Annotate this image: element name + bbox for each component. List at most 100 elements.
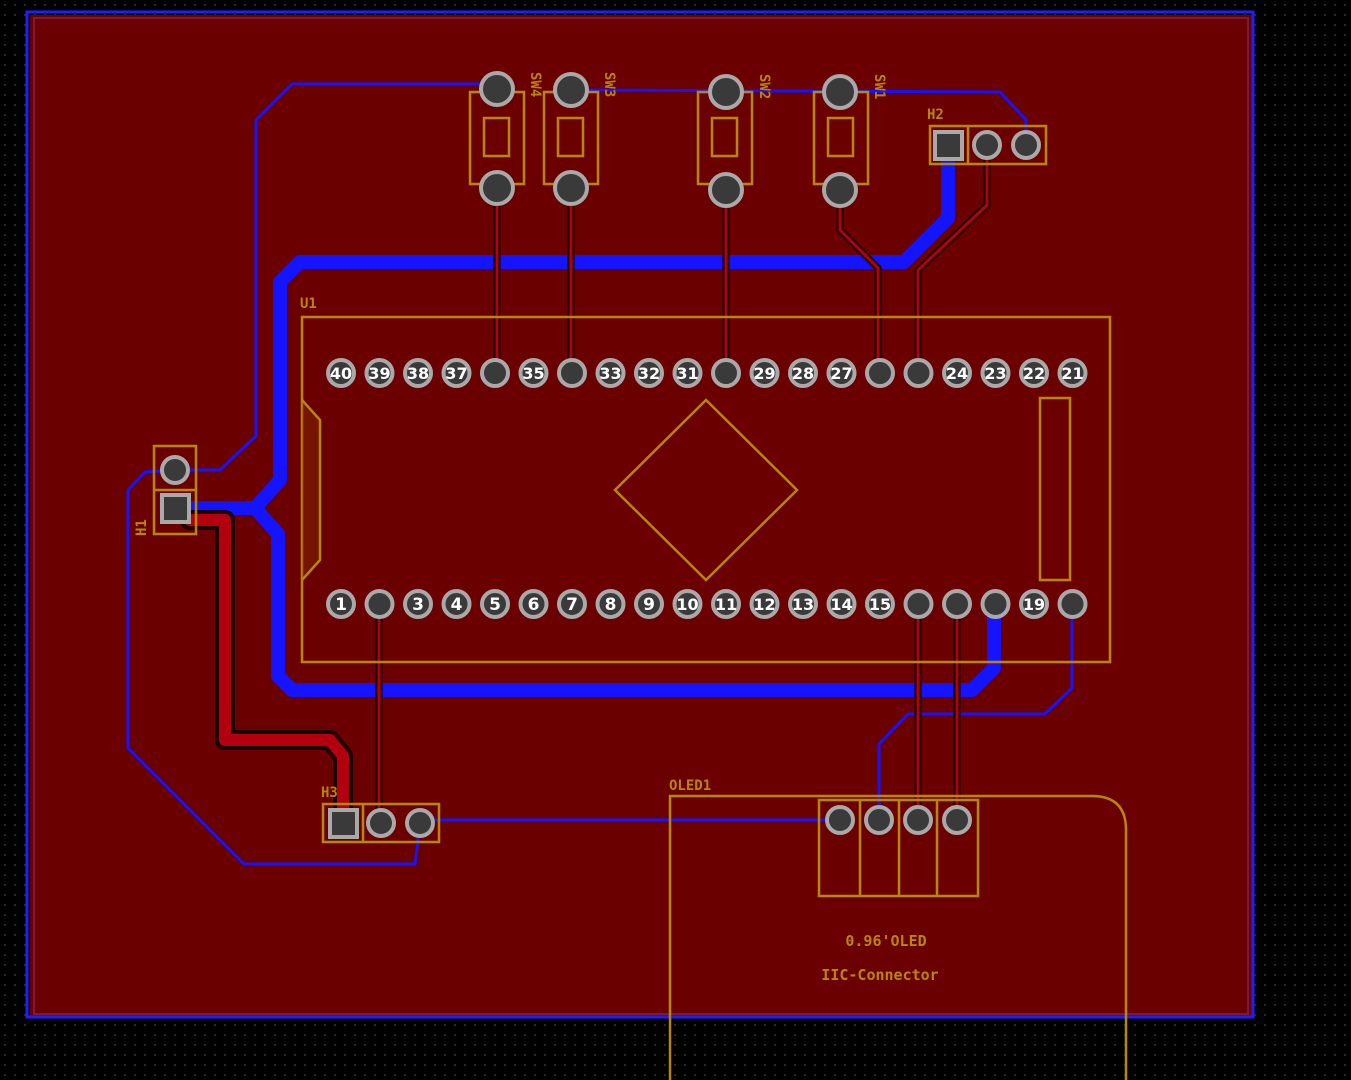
- h2-pad-2[interactable]: [972, 130, 1002, 160]
- u1-bottom-pin-pad-3[interactable]: [403, 589, 433, 619]
- u1-bottom-pin-pad-5[interactable]: [480, 589, 510, 619]
- u1-top-pin-pad-4[interactable]: [441, 358, 472, 388]
- u1-usb-notch: [301, 399, 322, 581]
- h3-pads[interactable]: [328, 808, 435, 839]
- u1-chip-diamond: [613, 398, 799, 582]
- u1-bottom-pin-pad-20[interactable]: [1057, 589, 1088, 619]
- u1-pin-number-label: 7: [566, 595, 578, 615]
- h3-ref-label: H3: [321, 785, 338, 801]
- u1-bottom-pin-pad-1[interactable]: [326, 589, 356, 619]
- u1-top-pin-pad-12[interactable]: [749, 358, 780, 388]
- u1-top-pin-pad-18[interactable]: [980, 358, 1011, 388]
- u1-pin-number-label: 4: [451, 595, 463, 615]
- u1-top-pin-pad-14[interactable]: [826, 358, 857, 388]
- u1-pin-number-label: 23: [984, 364, 1006, 383]
- u1-bottom-pin-pad-8[interactable]: [595, 589, 626, 619]
- u1-top-pin-pad-16[interactable]: [903, 358, 934, 388]
- u1-bottom-pin-pad-13[interactable]: [788, 589, 818, 619]
- u1-pin-number-label: 27: [830, 364, 852, 383]
- h2-pads[interactable]: [933, 130, 1041, 161]
- oled1-ref-label: OLED1: [669, 778, 711, 794]
- u1-top-pin-pad-19[interactable]: [1019, 358, 1049, 388]
- u1-bottom-pin-pad-7[interactable]: [557, 589, 587, 619]
- u1-top-pin-pad-5[interactable]: [480, 358, 510, 388]
- u1-top-pin-pad-7[interactable]: [557, 358, 587, 388]
- oled1-pads[interactable]: [825, 805, 972, 835]
- sw1-pad-1[interactable]: [822, 74, 858, 110]
- u1-bottom-pin-pad-2[interactable]: [364, 589, 395, 619]
- u1-bottom-pin-pad-14[interactable]: [826, 589, 857, 619]
- u1-bottom-pin-pad-9[interactable]: [634, 589, 664, 619]
- u1-top-pin-pad-2[interactable]: [364, 358, 395, 388]
- u1-top-pin-pad-1[interactable]: [326, 358, 356, 388]
- u1-pin-number-label: 40: [330, 364, 352, 383]
- u1-top-pin-pad-3[interactable]: [403, 358, 433, 388]
- u1-top-pin-pad-15[interactable]: [865, 358, 895, 388]
- switch-pads[interactable]: [479, 71, 858, 208]
- u1-pin-number-label: 33: [599, 364, 621, 383]
- h3-pad-2[interactable]: [366, 808, 396, 838]
- back-copper-thin-traces: [126, 82, 1074, 866]
- u1-bottom-pin-pad-11[interactable]: [711, 589, 741, 619]
- h1-pad-1[interactable]: [160, 493, 191, 524]
- sw3-pad-1[interactable]: [553, 72, 589, 108]
- sw2-pad-1[interactable]: [708, 74, 744, 110]
- silkscreen-texts: U1 H2 H3 OLED1 H1 SW4 SW3 SW2 SW1 0.96'O…: [134, 72, 944, 984]
- edge-cuts-outer: [25, 10, 1255, 1019]
- u1-bottom-pin-pad-15[interactable]: [865, 589, 895, 619]
- h2-pad-1[interactable]: [933, 130, 964, 161]
- u1-side-slot: [1038, 396, 1072, 582]
- u1-top-pin-pad-6[interactable]: [518, 358, 549, 388]
- sw2-pad-2[interactable]: [708, 172, 744, 208]
- u1-pin-number-label: 5: [489, 595, 501, 615]
- u1-pin-number-label: 21: [1061, 364, 1083, 383]
- u1-pin-number-label: 10: [676, 595, 698, 614]
- u1-bottom-pin-pad-6[interactable]: [518, 589, 549, 619]
- h3-pad-1[interactable]: [328, 808, 359, 839]
- u1-bottom-pin-pad-10[interactable]: [672, 589, 703, 619]
- u1-pin-number-label: 6: [528, 595, 540, 615]
- u1-top-pin-pad-11[interactable]: [711, 358, 741, 388]
- u1-bottom-pin-pad-17[interactable]: [942, 589, 972, 619]
- sw1-pad-2[interactable]: [822, 172, 858, 208]
- oled1-pad-4[interactable]: [942, 805, 972, 835]
- oled1-pad-2[interactable]: [864, 805, 894, 835]
- u1-top-pin-pad-8[interactable]: [595, 358, 626, 388]
- sw4-pad-1[interactable]: [479, 71, 515, 107]
- h1-pad-2[interactable]: [160, 455, 190, 485]
- u1-top-pin-pad-20[interactable]: [1057, 358, 1088, 388]
- sw3-pad-2[interactable]: [553, 170, 589, 206]
- back-copper-power-trace: [168, 143, 1001, 697]
- oled1-label-line1: 0.96'OLED: [845, 932, 926, 950]
- u1-bottom-pin-pad-12[interactable]: [749, 589, 780, 619]
- oled1-outline: [668, 794, 1128, 1080]
- u1-pin-number-label: 8: [605, 595, 617, 615]
- u1-pin-number-label: 39: [368, 364, 390, 383]
- sw1-ref-label: SW1: [871, 74, 887, 99]
- u1-pin-number-label: 9: [643, 595, 655, 615]
- sw4-pad-2[interactable]: [479, 170, 515, 206]
- h3-pad-3[interactable]: [405, 808, 435, 838]
- u1-bottom-pin-pad-4[interactable]: [441, 589, 472, 619]
- u1-pin-number-label: 28: [792, 364, 814, 383]
- u1-top-pin-pad-9[interactable]: [634, 358, 664, 388]
- edge-cuts-inner: [33, 17, 1249, 1015]
- u1-bottom-pin-pad-18[interactable]: [980, 589, 1011, 619]
- oled1-pad-3[interactable]: [903, 805, 933, 835]
- u1-top-pin-pad-13[interactable]: [788, 358, 818, 388]
- u1-top-pin-pad-10[interactable]: [672, 358, 703, 388]
- u1-pin-number-label: 29: [753, 364, 775, 383]
- u1-bottom-pin-pad-19[interactable]: [1019, 589, 1049, 619]
- oled1-pad-1[interactable]: [825, 805, 855, 835]
- front-copper-traces: [180, 141, 991, 830]
- h2-pad-3[interactable]: [1011, 130, 1041, 160]
- sw4-ref-label: SW4: [527, 72, 543, 97]
- u1-pin-number-label: 24: [946, 364, 968, 383]
- u1-pin-number-label: 3: [412, 595, 424, 615]
- u1-top-pin-pad-17[interactable]: [942, 358, 972, 388]
- h1-pads[interactable]: [160, 455, 191, 524]
- u1-bottom-pin-pad-16[interactable]: [903, 589, 934, 619]
